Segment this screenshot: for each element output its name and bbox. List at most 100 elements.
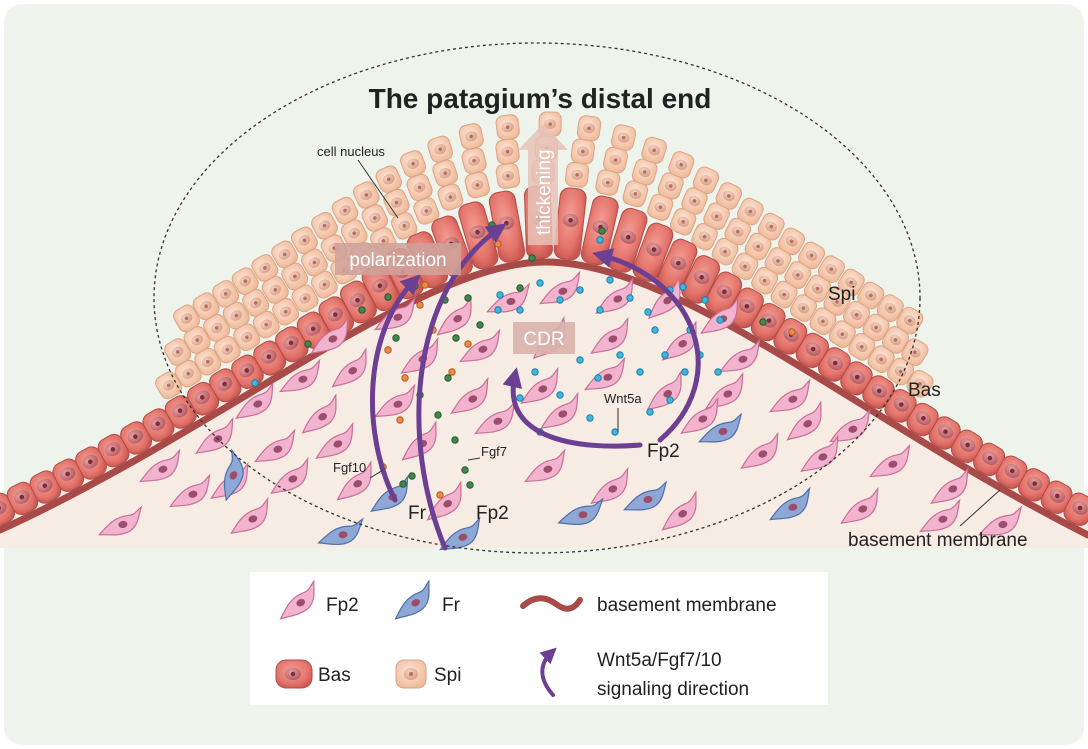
fp2-right-signal-arrow-cdr: [502, 367, 643, 449]
fibroblast-cell: [426, 480, 462, 521]
basal-cell: [1063, 492, 1088, 526]
basal-cell: [275, 326, 309, 363]
basal-cell: [973, 442, 1006, 477]
spinous-cell: [837, 268, 865, 297]
basal-cell: [727, 287, 764, 329]
fibroblast-cell: [590, 316, 629, 354]
fibroblast-cell: [331, 347, 367, 388]
legend-membrane-swatch: [520, 595, 583, 612]
fibroblast-cell: [439, 516, 481, 551]
spinous-cell: [495, 162, 521, 189]
spinous-cell: [192, 292, 220, 321]
spinous-cell: [461, 147, 487, 175]
basal-cell: [209, 368, 242, 403]
legend-signal-label-line2: signaling direction: [597, 679, 749, 700]
fibroblast-cell: [139, 448, 181, 483]
basal-cell: [458, 201, 499, 270]
wnt5a-label: Wnt5a: [604, 391, 642, 406]
fibroblast-cell: [486, 282, 531, 313]
distal-end-outline: [153, 42, 921, 554]
basement-membrane: [0, 258, 1088, 539]
spinous-cell: [711, 237, 739, 266]
spinous-cell: [212, 279, 240, 308]
spinous-cell: [251, 254, 279, 282]
spinous-cell: [361, 204, 389, 232]
basal-cell: [884, 389, 917, 423]
fp2-left-label: Fp2: [476, 503, 509, 524]
spi-label: Spi: [828, 284, 855, 305]
legend-fp2-label: Fp2: [326, 595, 359, 616]
fibroblast-cell: [661, 490, 697, 531]
figure-title: The patagium’s distal end: [369, 83, 712, 114]
basal-cell: [795, 332, 829, 369]
basal-cell: [164, 395, 197, 429]
fibroblast-cell: [769, 486, 811, 521]
fp2-right-label: Fp2: [647, 441, 680, 462]
legend-spi-label: Spi: [434, 665, 461, 686]
fibroblast-cell: [540, 391, 579, 429]
basal-layer: [0, 185, 1088, 527]
fibroblast-cell: [584, 356, 626, 391]
spinous-cell: [183, 326, 211, 354]
spinous-cell: [173, 304, 201, 333]
basal-cell: [142, 408, 175, 442]
spinous-cell: [576, 115, 602, 142]
spinous-cell: [300, 248, 328, 277]
spinous-cell: [843, 300, 871, 329]
spinous-cell: [252, 310, 280, 339]
spinous-cell: [803, 274, 831, 303]
spinous-cell: [857, 281, 885, 310]
spinous-cell: [164, 338, 192, 366]
fibroblast-cell: [769, 378, 811, 413]
fp2-signal-arrow: [416, 223, 507, 551]
polarization-label: polarization: [349, 250, 446, 271]
fibroblast-cell: [590, 466, 629, 504]
fibroblast-cell: [623, 480, 668, 511]
spinous-cell: [670, 208, 697, 236]
basal-cell: [704, 271, 743, 316]
spinous-cell: [631, 158, 658, 186]
cdr-label: CDR: [523, 329, 564, 350]
spinous-cell: [790, 294, 817, 322]
fibroblast-cell: [698, 412, 743, 443]
basal-cell: [632, 222, 674, 282]
spinous-cell: [751, 266, 779, 295]
fibroblast-cell: [705, 371, 744, 409]
polarization-tag: polarization: [335, 243, 461, 275]
spinous-cell: [272, 297, 300, 326]
spinous-cell: [641, 136, 667, 164]
legend-membrane-label: basement membrane: [597, 595, 777, 616]
spinous-cell: [715, 182, 743, 210]
spinous-cell: [375, 165, 402, 193]
spinous-cell: [231, 267, 259, 295]
spinous-cell: [595, 169, 621, 196]
legend-bas-label: Bas: [318, 665, 351, 686]
spinous-cell: [906, 369, 934, 398]
basal-cell: [97, 433, 130, 468]
fibroblast-cell: [740, 431, 779, 469]
fibroblast-cell: [98, 505, 143, 536]
basal-cell: [607, 207, 648, 273]
basal-cell: [1018, 468, 1050, 502]
basal-cell: [253, 340, 287, 376]
thickening-arrow: thickening: [518, 124, 568, 245]
fibroblast-cell: [719, 338, 761, 373]
fp2-right-signal-arrow-up: [592, 248, 701, 443]
fibroblast-cell: [829, 408, 871, 443]
spinous-cell: [194, 347, 222, 376]
spinous-cell: [778, 227, 806, 256]
fr-label: Fr: [408, 503, 427, 524]
spinous-cell: [458, 123, 484, 150]
fibroblast-cell: [869, 443, 911, 478]
spinous-cell: [896, 306, 924, 335]
basal-cell: [995, 455, 1028, 489]
fibroblast-cell: [978, 505, 1023, 536]
fibroblast-cell: [680, 396, 719, 434]
basal-cell: [186, 381, 220, 416]
spinous-cell: [668, 151, 695, 179]
spinous-cell: [603, 146, 629, 174]
legend-fp2-swatch: [279, 579, 315, 620]
spinous-cell: [331, 196, 359, 225]
